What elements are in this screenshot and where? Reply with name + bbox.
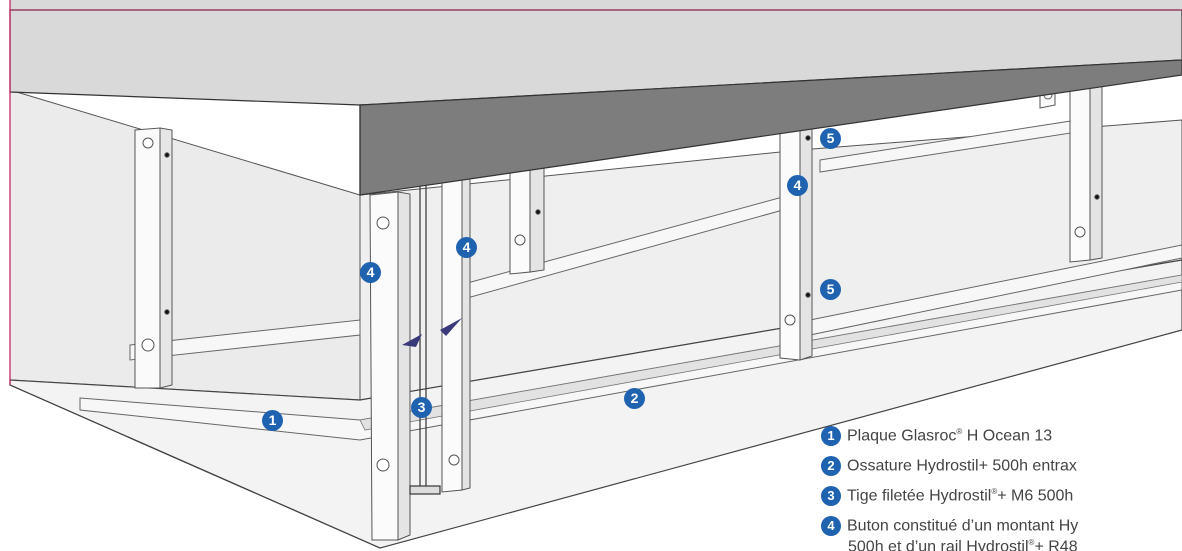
- threaded-rod: [409, 180, 441, 495]
- compression-arrows: [402, 318, 462, 347]
- legend-text-post: H Ocean 13: [962, 427, 1053, 445]
- legend-text-post: + M6 500h: [997, 487, 1074, 505]
- legend-text-post: + 500h entrax: [978, 457, 1077, 475]
- legend-item-1: 1 Plaque Glasroc® H Ocean 13: [821, 426, 1052, 446]
- stud-left: [134, 127, 173, 389]
- legend-sup: ®: [991, 486, 998, 496]
- legend-badge: 1: [821, 426, 841, 446]
- legend-badge: 2: [821, 456, 841, 476]
- legend-text: Buton constitué d’un montant Hy: [847, 517, 1079, 535]
- callout-3: 3: [411, 397, 432, 418]
- legend-sup: ®: [956, 426, 963, 436]
- back-wall-panel: [359, 119, 1182, 401]
- legend-text: 500h et d’un rail Hydrostil: [848, 538, 1029, 551]
- callout-5-bottom: 5: [820, 279, 841, 300]
- legend-sup: ®: [1028, 538, 1035, 547]
- legend-text: Plaque Glasroc: [847, 427, 957, 445]
- legend-item-4: 4 Buton constitué d’un montant Hy: [821, 516, 1078, 536]
- stud-center-a: [369, 191, 411, 541]
- legend-text: Ossature Hydrostil: [847, 457, 979, 475]
- legend-badge: 3: [821, 486, 841, 506]
- legend-text-post: + R48: [1034, 538, 1078, 551]
- callout-4-center: 4: [456, 237, 477, 258]
- stud-back-a: [509, 155, 545, 275]
- legend-item-2: 2 Ossature Hydrostil+ 500h entrax: [821, 456, 1077, 476]
- legend-item-3: 3 Tige filetée Hydrostil®+ M6 500h: [821, 486, 1073, 506]
- wall-rail-left: [129, 319, 361, 361]
- callout-2: 2: [624, 388, 645, 409]
- callout-5-top: 5: [820, 128, 841, 149]
- legend-badge: 4: [821, 516, 841, 536]
- callout-4-right: 4: [787, 175, 808, 196]
- callout-4-left: 4: [360, 262, 381, 283]
- legend-item-4-continued: 500h et d’un rail Hydrostil®+ R48: [848, 538, 1078, 551]
- callout-1: 1: [262, 410, 283, 431]
- legend-text: Tige filetée Hydrostil: [847, 487, 992, 505]
